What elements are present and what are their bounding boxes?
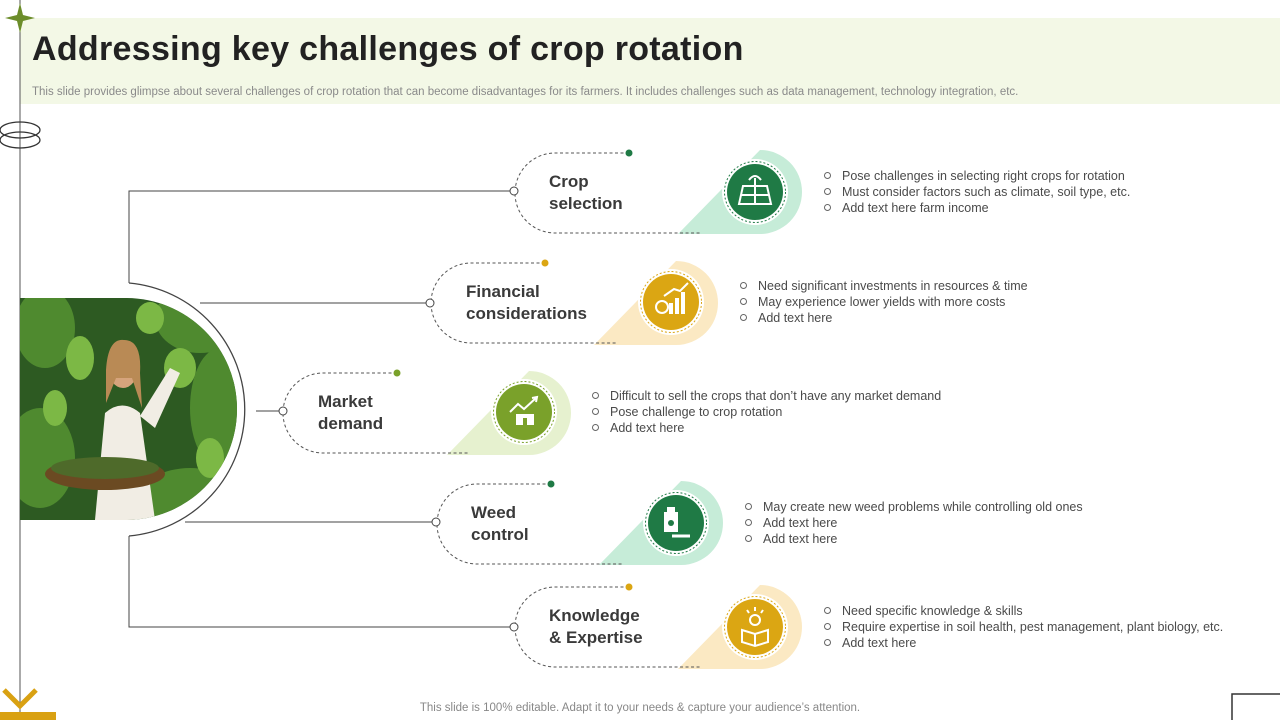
footer-note: This slide is 100% editable. Adapt it to… [0, 702, 1280, 714]
list-item: Difficult to sell the crops that don’t h… [591, 388, 941, 404]
list-item: Need specific knowledge & skills [823, 603, 1223, 619]
list-item: Add text here [591, 420, 941, 436]
list-item: Add text here [739, 310, 1028, 326]
list-item: May create new weed problems while contr… [744, 499, 1083, 515]
farmer-photo [20, 298, 237, 520]
list-item: Require expertise in soil health, pest m… [823, 619, 1223, 635]
challenge-2-bullets: Need significant investments in resource… [739, 278, 1028, 326]
list-item: Add text here farm income [823, 200, 1130, 216]
challenge-5-label: Knowledge& Expertise [549, 605, 643, 649]
challenge-5-bullets: Need specific knowledge & skills Require… [823, 603, 1223, 651]
list-item: Must consider factors such as climate, s… [823, 184, 1130, 200]
list-item: Pose challenges in selecting right crops… [823, 168, 1130, 184]
list-item: Pose challenge to crop rotation [591, 404, 941, 420]
list-item: Add text here [744, 531, 1083, 547]
challenge-1-bullets: Pose challenges in selecting right crops… [823, 168, 1130, 216]
list-item: May experience lower yields with more co… [739, 294, 1028, 310]
challenge-3-bullets: Difficult to sell the crops that don’t h… [591, 388, 941, 436]
list-item: Need significant investments in resource… [739, 278, 1028, 294]
list-item: Add text here [823, 635, 1223, 651]
list-item: Add text here [744, 515, 1083, 531]
challenge-4-bullets: May create new weed problems while contr… [744, 499, 1083, 547]
